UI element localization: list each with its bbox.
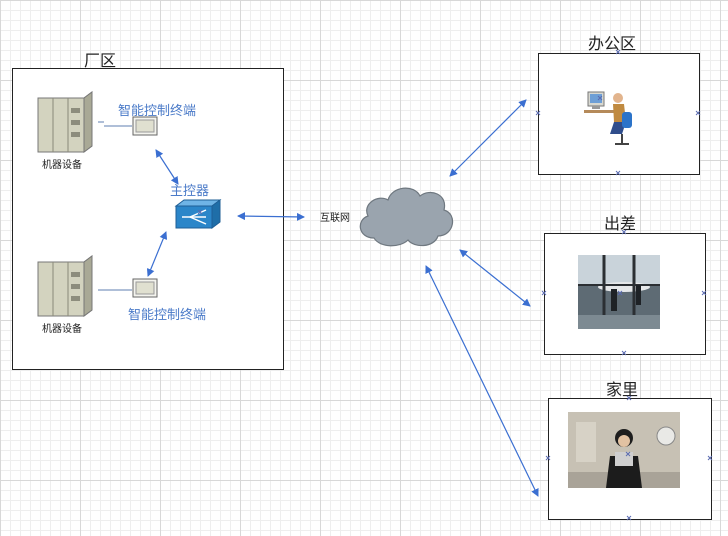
machine-server-icon [37,255,93,317]
internet-cloud-icon [359,187,454,247]
connector-controller-terminal-top [155,149,179,185]
terminal-device-icon [132,278,158,298]
internet-label: 互联网 [320,213,350,224]
terminal-label-top: 智能控制终端 [118,104,197,119]
connector-internet-home [425,265,539,497]
office-title: 办公区 [588,34,637,53]
connector-controller-terminal-bottom [146,231,168,277]
home-title: 家里 [606,380,639,399]
machine-label-bottom: 机器设备 [42,324,82,335]
controller-switch-icon [174,199,222,229]
machine-server-icon [37,91,93,153]
controller-label: 主控器 [170,184,210,199]
travel-title: 出差 [604,214,637,233]
machine-label-top: 机器设备 [42,160,82,171]
office-worker-icon [584,91,632,145]
home-photo [568,412,680,488]
factory-title: 厂区 [84,51,117,70]
terminal-label-bottom: 智能控制终端 [128,308,207,323]
connector-internet-office [449,99,527,177]
connector-internet-travel [459,249,531,307]
connector-controller-internet [237,212,305,221]
terminal-device-icon [132,116,158,136]
